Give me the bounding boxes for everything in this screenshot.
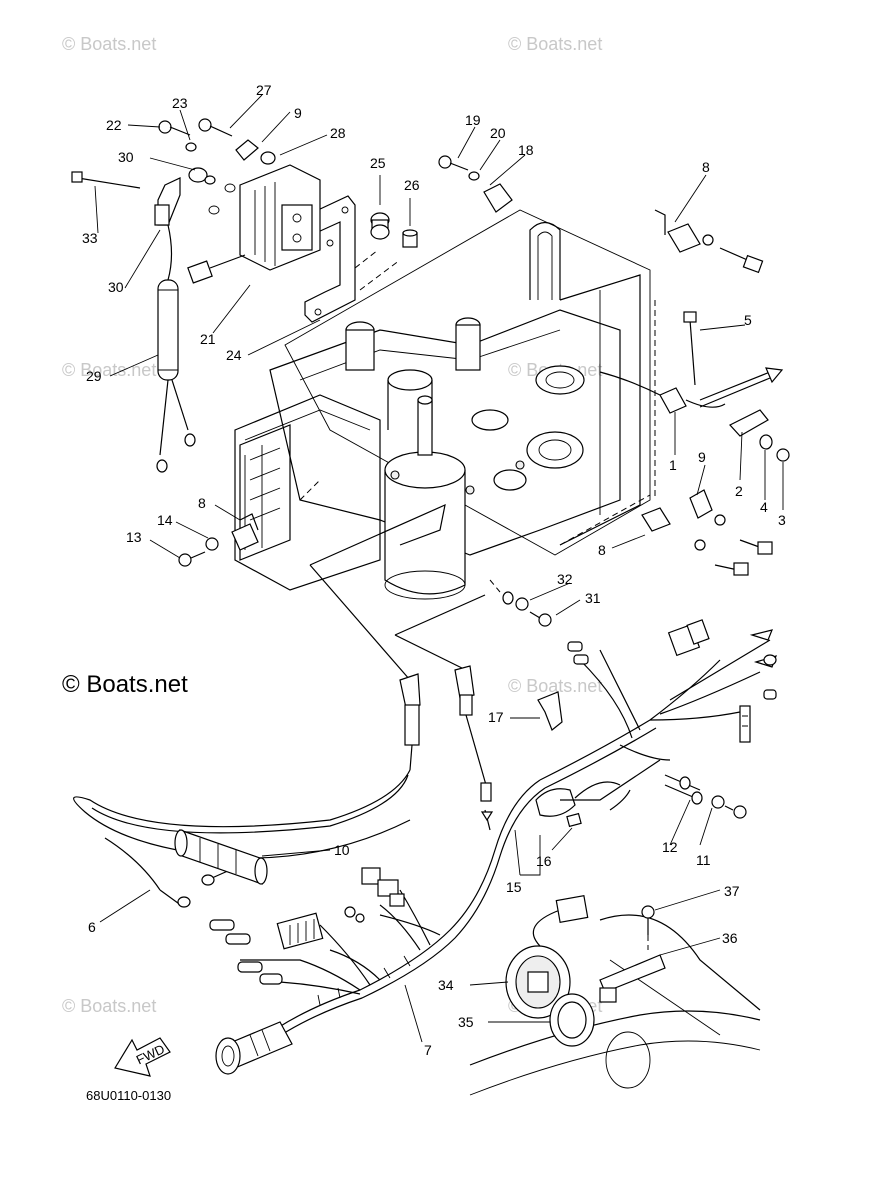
callout-8-left: 8 (198, 495, 206, 511)
callout-9-top: 9 (294, 105, 302, 121)
callout-9-right: 9 (698, 449, 706, 465)
callout-20: 20 (490, 125, 506, 141)
callout-24: 24 (226, 347, 242, 363)
callout-2: 2 (735, 483, 743, 499)
callout-34: 34 (438, 977, 454, 993)
callout-leaders (94, 94, 784, 1043)
callout-4: 4 (760, 499, 768, 515)
lower-cowling-assembly (469, 895, 761, 1096)
watermark: © Boats.net (62, 996, 156, 1016)
callout-31: 31 (585, 590, 601, 606)
center-bolt-hardware (489, 579, 552, 627)
callout-32: 32 (557, 571, 573, 587)
callout-29: 29 (86, 368, 102, 384)
watermark: © Boats.net (508, 676, 602, 696)
left-clamp-hardware (178, 513, 259, 567)
callout-35: 35 (458, 1014, 474, 1030)
callout-23: 23 (172, 95, 188, 111)
fwd-label: FWD (134, 1041, 167, 1067)
callout-numbers: 1 2 3 4 5 6 7 8 8 8 9 9 10 11 12 13 14 1… (82, 82, 786, 1058)
watermark-main: © Boats.net (62, 671, 188, 698)
callout-6: 6 (88, 919, 96, 935)
engine-harness (480, 619, 777, 831)
diagram-code: 68U0110-0130 (86, 1088, 171, 1103)
callout-10: 10 (334, 842, 350, 858)
callout-36: 36 (722, 930, 738, 946)
callout-1: 1 (669, 457, 677, 473)
callout-37: 37 (724, 883, 740, 899)
callout-33: 33 (82, 230, 98, 246)
callout-18: 18 (518, 142, 534, 158)
callout-14: 14 (157, 512, 173, 528)
callout-17: 17 (488, 709, 504, 725)
fwd-arrow-icon: FWD (114, 1037, 171, 1077)
callout-30-top: 30 (118, 149, 134, 165)
callout-8-right: 8 (598, 542, 606, 558)
watermark: © Boats.net (508, 34, 602, 54)
callout-12: 12 (662, 839, 678, 855)
callout-5: 5 (744, 312, 752, 328)
callout-19: 19 (465, 112, 481, 128)
engine-block (234, 209, 651, 600)
wire-harness (73, 503, 546, 1075)
callout-7: 7 (424, 1042, 432, 1058)
callout-28: 28 (330, 125, 346, 141)
callout-30-bottom: 30 (108, 279, 124, 295)
right-side-hardware (559, 209, 790, 576)
callout-3: 3 (778, 512, 786, 528)
callout-25: 25 (370, 155, 386, 171)
callout-8-top: 8 (702, 159, 710, 175)
callout-22: 22 (106, 117, 122, 133)
callout-15: 15 (506, 879, 522, 895)
callout-26: 26 (404, 177, 420, 193)
watermark: © Boats.net (62, 34, 156, 54)
watermark: © Boats.net (62, 360, 156, 380)
callout-27: 27 (256, 82, 272, 98)
callout-13: 13 (126, 529, 142, 545)
callout-16: 16 (536, 853, 552, 869)
callout-11: 11 (696, 852, 711, 868)
callout-21: 21 (200, 331, 216, 347)
rectifier-regulator-assembly (71, 118, 513, 473)
